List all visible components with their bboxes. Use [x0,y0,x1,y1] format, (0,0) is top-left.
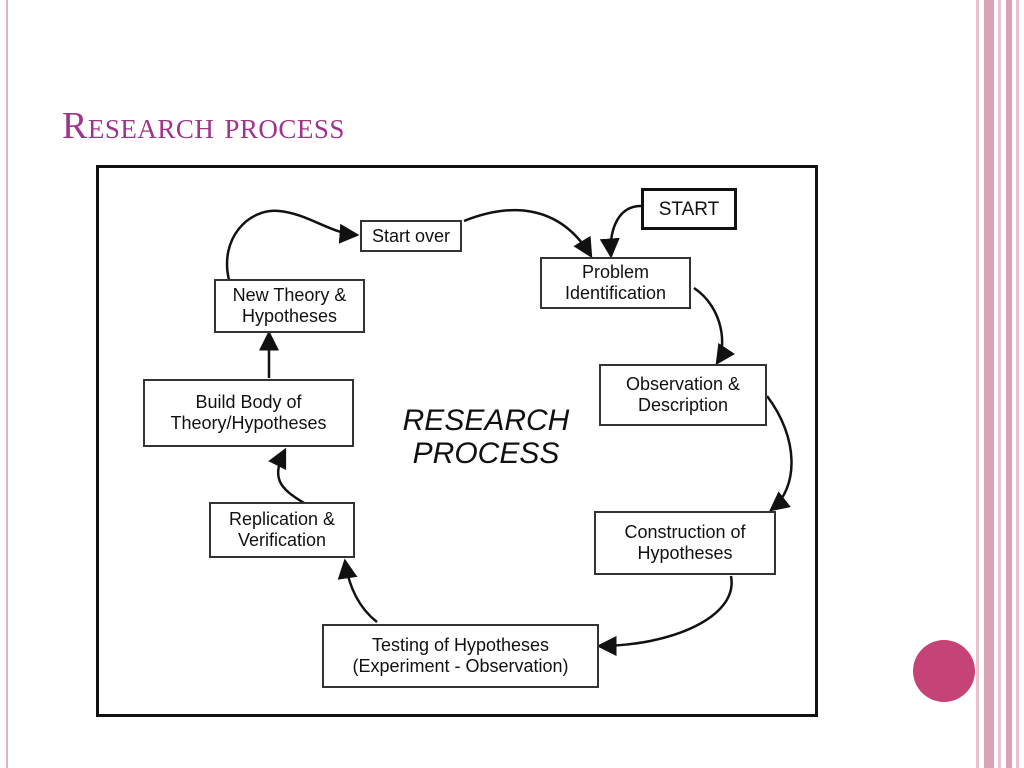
node-observation-description: Observation & Description [599,364,767,426]
node-start: START [641,188,737,230]
node-build-body: Build Body of Theory/Hypotheses [143,379,354,447]
arrow-construction-to-testing [596,575,733,656]
node-problem-identification: Problem Identification [540,257,691,309]
arrow-problem-to-observation [693,286,736,366]
left-border-line [6,0,8,768]
arrow-observation-to-construction [766,395,793,512]
node-start-over: Start over [360,220,462,252]
decorative-circle [913,640,975,702]
diagram-center-label: RESEARCH PROCESS [402,404,570,470]
arrow-start-to-problem [599,204,642,259]
node-new-theory: New Theory & Hypotheses [214,279,365,333]
arrow-testing-to-replication [337,558,378,623]
arrow-startover-to-problem [463,208,593,259]
right-decorative-stripes [976,0,1024,768]
arrow-newtheory-to-startover [225,209,360,281]
node-replication-verification: Replication & Verification [209,502,355,558]
arrow-replication-to-buildbody [268,447,305,505]
research-process-diagram: START Start over Problem Identification … [96,165,818,717]
diagram-arrows [225,204,793,656]
slide-title: Research process [62,105,345,147]
node-testing-hypotheses: Testing of Hypotheses (Experiment - Obse… [322,624,599,688]
node-construction-hypotheses: Construction of Hypotheses [594,511,776,575]
